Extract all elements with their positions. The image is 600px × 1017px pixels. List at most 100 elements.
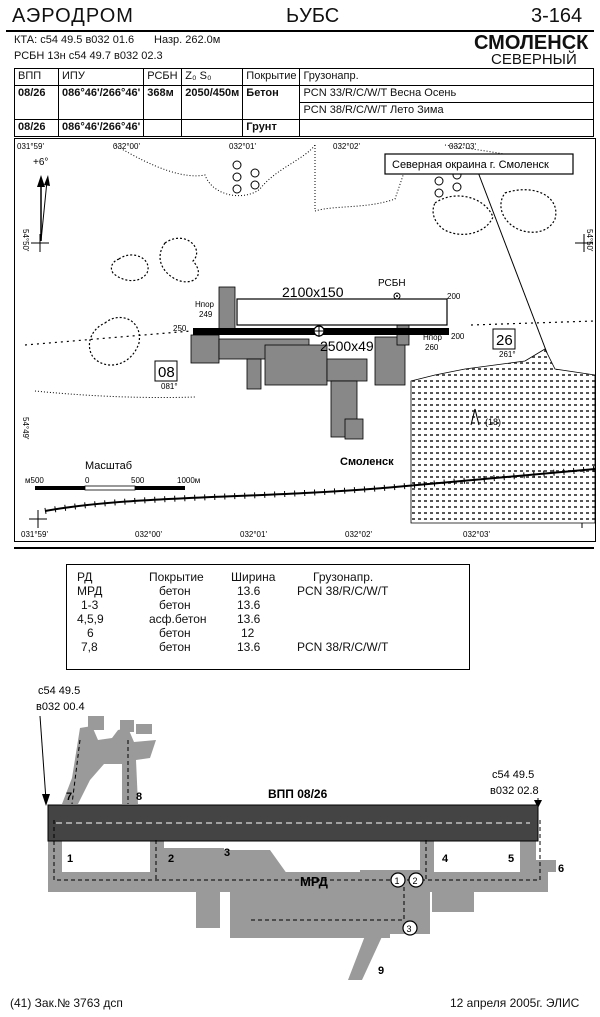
cell-cover: бетон	[159, 598, 191, 612]
cell-taxiway: 6	[87, 626, 94, 640]
coord-west-arrow-icon	[39, 715, 50, 806]
aerodrome-reference-point: КТА: с54 49.5 в032 01.6	[14, 34, 135, 46]
stopway-west-distance: 250	[173, 324, 187, 333]
top-tick-1: 031°59'	[17, 142, 44, 151]
stand-3-marker	[402, 920, 418, 936]
table-row: 08/26 086°46'/266°46' Грунт	[14, 119, 594, 137]
aerodrome-name: СЕВЕРНЫЙ	[491, 51, 577, 68]
city-name: СМОЛЕНСК	[474, 32, 589, 54]
threshold-elev-west: 249	[199, 310, 213, 319]
cell-taxiway: 4,5,9	[77, 612, 104, 626]
runway-dimension-label: 2500x49	[320, 338, 374, 354]
airfield-apron	[190, 286, 410, 440]
cell-cover: бетон	[159, 584, 191, 598]
cell-rsbn	[143, 119, 183, 137]
runway-26-heading: 261°	[499, 350, 516, 359]
threshold-elev-east: 260	[425, 343, 439, 352]
taxiway-table-header: РД Покрытие Ширина Грузонапр.	[67, 570, 469, 584]
taxiway-diagram: с54 49.5 в032 00.4 с54 49.5 в032 02.8	[36, 685, 564, 980]
coord-west-lon: в032 00.4	[36, 701, 85, 713]
bottom-tick-3: 032°01'	[240, 530, 267, 539]
stand-1-label: 1	[395, 876, 400, 886]
cell-taxiway: МРД	[77, 584, 103, 598]
bottom-tick-5: 032°03'	[463, 530, 490, 539]
footer-order-number: (41) Зак.№ 3763 дсп	[10, 996, 123, 1010]
strip-dimension-label: 2100x150	[282, 284, 344, 300]
taxiway-2-label: 2	[168, 853, 174, 865]
chart-section-title: АЭРОДРОМ	[12, 5, 134, 27]
table-row: 7,8 бетон 13.6 PCN 38/R/C/W/T	[67, 640, 469, 654]
approach-lights-west	[24, 330, 192, 346]
stand-2-label: 2	[413, 876, 418, 886]
header-ipu: ИПУ	[57, 68, 145, 86]
runway-table: ВПП ИПУ РСБН Z₀ S₀ Покрытие Грузонапр. 0…	[14, 68, 594, 137]
taxiway-1-label: 1	[67, 853, 73, 865]
city-label: Смоленск	[340, 456, 394, 468]
bottom-tick-4: 032°02'	[345, 530, 372, 539]
header-rsbn: РСБН	[143, 68, 183, 86]
taxiway-9-label: 9	[378, 965, 384, 977]
cell-cover: Бетон	[242, 85, 301, 120]
cell-taxiway: 1-3	[81, 598, 99, 612]
header-taxiway: РД	[77, 570, 93, 584]
cell-ipu: 086°46'/266°46'	[57, 119, 145, 137]
scale-tick-label: 1000м	[177, 476, 200, 485]
scale-tick-label: м500	[25, 476, 44, 485]
cell-cover: бетон	[159, 640, 191, 654]
runway-strip	[236, 298, 448, 326]
table-row: 4,5,9 асф.бетон 13.6	[67, 612, 469, 626]
table-row: 1-3 бетон 13.6	[67, 598, 469, 612]
runway-08-box	[154, 360, 178, 382]
icao-code: ЬУБС	[286, 5, 340, 27]
cell-load: PCN 38/R/C/W/T	[297, 640, 389, 654]
cell-width: 13.6	[237, 598, 261, 612]
taxiway-5-label: 5	[508, 853, 514, 865]
cell-vpp: 08/26	[14, 119, 59, 137]
apron-taxiway-network	[48, 716, 556, 980]
header-cover: Покрытие	[149, 570, 204, 584]
cell-rsbn: 368м	[143, 85, 183, 120]
top-tick-3: 032°01'	[229, 142, 256, 151]
runway-08-label: 08	[158, 364, 175, 381]
taxiway-4-label: 4	[442, 853, 449, 865]
stand-3-label: 3	[407, 924, 412, 934]
page-number: 3-164	[531, 5, 583, 27]
taxiway-3-label: 3	[224, 847, 230, 859]
bottom-tick-1: 031°59'	[21, 530, 48, 539]
table-row: МРД бетон 13.6 PCN 38/R/C/W/T	[67, 584, 469, 598]
header-z0s0: Z₀ S₀	[181, 68, 244, 86]
cell-load: PCN 38/R/C/W/T	[297, 584, 389, 598]
forest-areas	[88, 189, 557, 366]
rsbn-label: РСБН	[378, 278, 406, 289]
cell-load: PCN 33/R/C/W/T Весна Осень	[299, 85, 594, 103]
callout-box	[384, 153, 574, 175]
city-urban-area	[410, 348, 596, 524]
taxiway-table: РД Покрытие Ширина Грузонапр. МРД бетон …	[66, 564, 470, 670]
cell-vpp: 08/26	[14, 85, 59, 120]
cell-width: 13.6	[237, 640, 261, 654]
obstacle-icon	[470, 408, 480, 426]
cell-cover: асф.бетон	[149, 612, 207, 626]
footer-date: 12 апреля 2005г. ЭЛИС	[450, 996, 580, 1010]
coord-west-lat: с54 49.5	[38, 685, 80, 697]
top-tick-4: 032°02'	[333, 142, 360, 151]
taxiway-8-label: 8	[136, 791, 142, 803]
section-divider	[14, 547, 594, 549]
stopway-east-distance-top: 200	[447, 292, 461, 301]
coord-east-lon: в032 02.8	[490, 785, 539, 797]
table-row: 08/26 086°46'/266°46' 368м 2050/450м Бет…	[14, 85, 594, 120]
bottom-tick-2: 032°00'	[135, 530, 162, 539]
runway-label: ВПП 08/26	[268, 787, 328, 801]
scale-tick-label: 0	[85, 476, 90, 485]
rsbn-position: РСБН 13н с54 49.7 в032 02.3	[14, 50, 163, 62]
lat-label-left-bottom: 54°49'	[21, 417, 30, 440]
cell-taxiway: 7,8	[81, 640, 98, 654]
header-rule	[6, 30, 594, 32]
header-load: Грузонапр.	[313, 570, 374, 584]
cell-width: 13.6	[237, 584, 261, 598]
stopway-east-distance-bottom: 200	[451, 332, 465, 341]
scale-tick-label: 500	[131, 476, 145, 485]
coord-east-lat: с54 49.5	[492, 769, 534, 781]
scale-bar	[35, 485, 185, 491]
taxiway-7-label: 7	[66, 791, 72, 803]
